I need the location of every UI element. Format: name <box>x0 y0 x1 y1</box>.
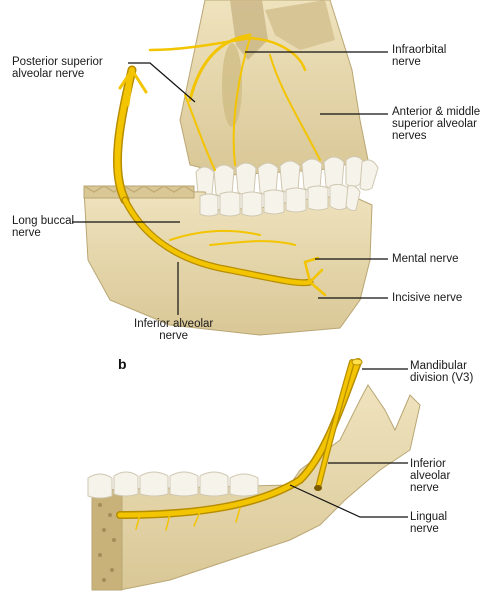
label-inferior-alveolar-nerve-b: Inferior alveolar nerve <box>410 458 451 494</box>
label-incisive-nerve: Incisive nerve <box>392 292 463 304</box>
nerves-a <box>112 33 327 297</box>
lower-teeth-a <box>199 183 361 217</box>
maxilla-skull <box>179 0 369 176</box>
panel-letter-b: b <box>118 356 127 372</box>
nerves-b <box>116 358 363 531</box>
label-mental-nerve: Mental nerve <box>392 253 459 265</box>
label-mandibular-division: Mandibular division (V3) <box>410 360 474 384</box>
label-lingual-nerve: Lingual nerve <box>410 511 448 535</box>
leader-lines <box>72 51 408 518</box>
label-inferior-alveolar-nerve-a: Inferior alveolar nerve <box>134 318 214 342</box>
label-anterior-middle-superior-alveolar-nerves: Anterior & middle superior alveolar nerv… <box>392 106 481 142</box>
lower-teeth-b <box>87 471 259 499</box>
label-long-buccal-nerve: Long buccal nerve <box>12 215 75 239</box>
label-infraorbital-nerve: Infraorbital nerve <box>392 44 447 68</box>
label-posterior-superior-alveolar-nerve: Posterior superior alveolar nerve <box>12 56 103 80</box>
